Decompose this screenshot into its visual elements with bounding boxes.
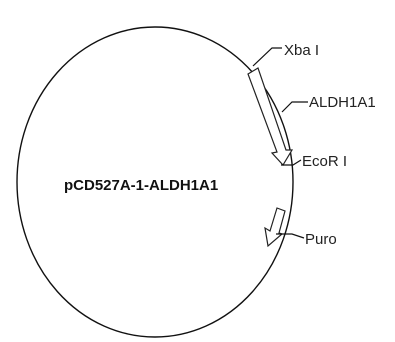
aldh1a1-leader-line xyxy=(281,101,308,113)
plasmid-name: pCD527A-1-ALDH1A1 xyxy=(64,177,218,194)
puro-label: Puro xyxy=(305,231,337,248)
ecori-leader-line xyxy=(281,159,302,166)
xbai-label: Xba I xyxy=(284,42,319,59)
xbai-leader-line xyxy=(252,47,282,67)
puro-leader-line xyxy=(276,233,305,239)
aldh1a1-gene-arrow xyxy=(247,67,294,166)
ecori-label: EcoR I xyxy=(302,153,347,170)
puro-gene-arrow xyxy=(264,207,286,248)
aldh1a1-label: ALDH1A1 xyxy=(309,94,376,111)
plasmid-backbone xyxy=(16,26,294,338)
